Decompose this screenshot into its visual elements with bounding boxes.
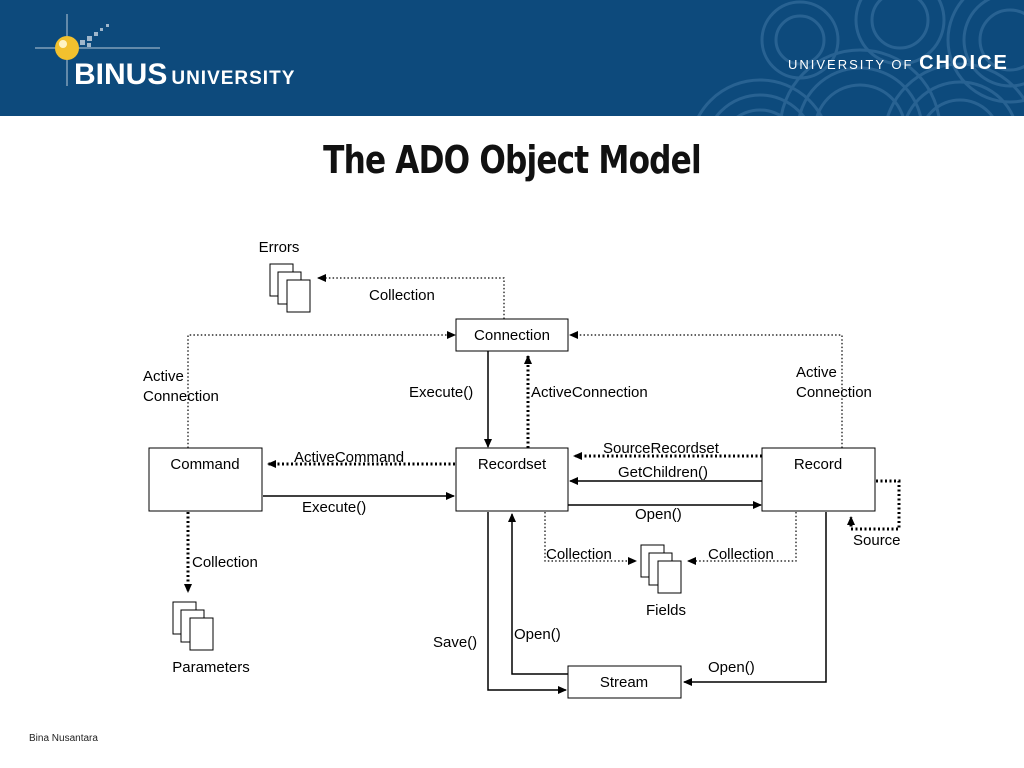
fields-collection-icon [640,544,682,594]
command-active-connection-label-2: Connection [143,388,219,405]
node-recordset: Recordset [455,447,569,512]
parameters-label: Parameters [172,659,250,676]
stream-open-recordset-arrow [508,513,568,675]
wave-pattern [697,0,1024,116]
stream-save-label: Save() [433,634,477,651]
recordset-active-connection-label: ActiveConnection [531,384,648,401]
node-connection-label: Connection [474,327,550,344]
record-active-connection-arrow [569,331,843,448]
header-decoration [35,0,1024,116]
command-execute-label: Execute() [302,499,366,516]
parameters-collection-label: Collection [192,554,258,571]
node-command: Command [148,447,263,512]
node-stream: Stream [567,665,682,699]
active-command-label: ActiveCommand [294,449,404,466]
source-label: Source [853,532,901,549]
tagline-prefix: UNIVERSITY OF [788,57,914,72]
connectors [184,274,901,694]
binus-logo-icon [35,14,160,86]
errors-label: Errors [259,239,300,256]
parameters-collection-icon [172,601,214,651]
record-active-connection-label-2: Connection [796,384,872,401]
fields-collection-right-label: Collection [708,546,774,563]
connection-execute-label: Execute() [409,384,473,401]
stream-save-arrow [487,512,567,694]
node-stream-label: Stream [600,674,648,691]
get-children-label: GetChildren() [618,464,708,481]
logo-university: UNIVERSITY [171,68,296,89]
logo-name: BINUS [74,58,168,91]
command-active-connection-label-1: Active [143,368,184,385]
fields-collection-left-label: Collection [546,546,612,563]
node-record: Record [761,447,876,512]
recordset-fields-collection-arrow [544,512,637,565]
node-record-label: Record [794,456,842,473]
command-active-connection-arrow [187,331,456,448]
footer-text: Bina Nusantara [29,733,98,744]
slide-title: The ADO Object Model [323,138,702,182]
record-source-arrow [847,479,901,531]
stream-open-recordset-label: Open() [514,626,561,643]
source-recordset-label: SourceRecordset [603,440,720,457]
stream-open-record-label: Open() [708,659,755,676]
errors-collection-icon [269,263,311,313]
node-connection: Connection [455,318,569,352]
record-open-stream-arrow [683,512,827,686]
node-command-label: Command [170,456,239,473]
record-active-connection-label-1: Active [796,364,837,381]
record-fields-collection-arrow [687,512,797,565]
errors-collection-arrow [317,274,505,319]
errors-collection-label: Collection [369,287,435,304]
node-recordset-label: Recordset [478,456,547,473]
university-tagline: UNIVERSITY OF CHOICE [788,52,1009,75]
record-open-label: Open() [635,506,682,523]
tagline-choice: CHOICE [919,52,1009,74]
fields-label: Fields [646,602,686,619]
